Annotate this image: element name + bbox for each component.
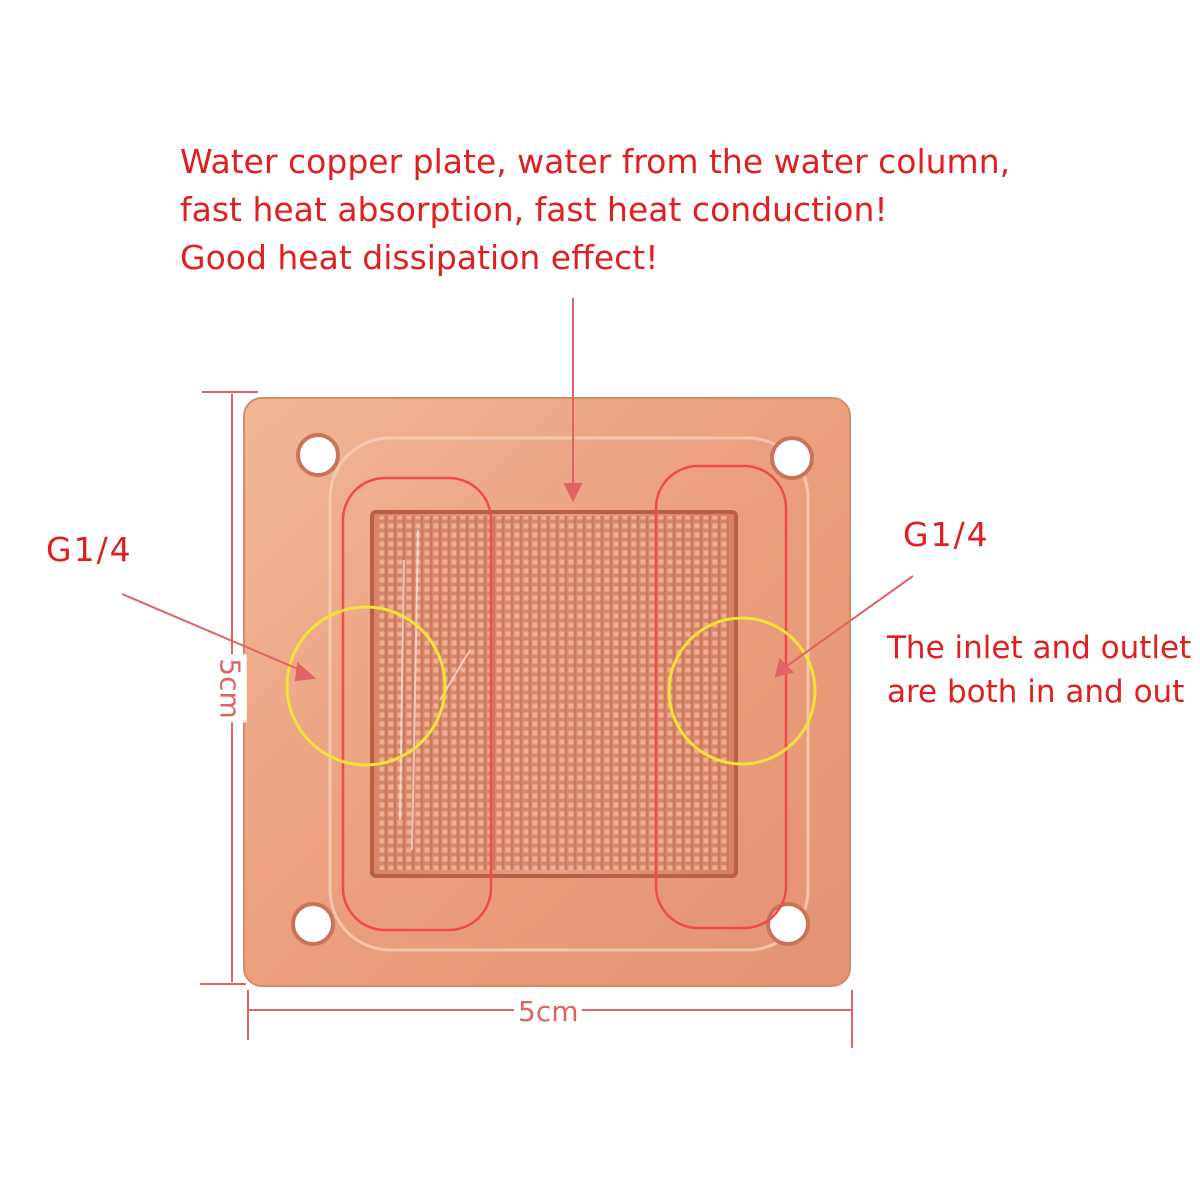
mounting-hole-bottom-left — [291, 902, 335, 946]
note-line-2: are both in and out — [887, 674, 1185, 710]
left-port-label: G1/4 — [46, 530, 133, 569]
headline-line-3: Good heat dissipation effect! — [180, 238, 659, 277]
flow-channel-left — [341, 476, 493, 932]
headline-arrow — [563, 298, 583, 503]
right-port-arrow — [774, 575, 914, 678]
right-port-label: G1/4 — [903, 515, 990, 554]
note-line-1: The inlet and outlet — [887, 630, 1192, 666]
width-dimension-label: 5cm — [514, 995, 583, 1028]
mounting-hole-bottom-right — [766, 902, 810, 946]
mounting-hole-top-left — [296, 433, 340, 477]
mounting-hole-top-right — [770, 436, 814, 480]
mounting-holes — [291, 433, 814, 946]
left-port-arrow — [121, 593, 317, 682]
height-dimension-label: 5cm — [213, 654, 247, 723]
headline-line-2: fast heat absorption, fast heat conducti… — [180, 190, 888, 229]
flow-channel-right — [654, 464, 788, 930]
inlet-outlet-note: The inlet and outlet are both in and out — [887, 626, 1191, 714]
fin-array-frame — [370, 510, 738, 878]
headline-line-1: Water copper plate, water from the water… — [180, 142, 1011, 181]
pin-grid — [378, 516, 730, 870]
plate-recess — [328, 436, 810, 952]
port-circle-left — [285, 605, 447, 767]
headline-text: Water copper plate, water from the water… — [180, 138, 1010, 282]
port-circle-right — [667, 616, 817, 766]
